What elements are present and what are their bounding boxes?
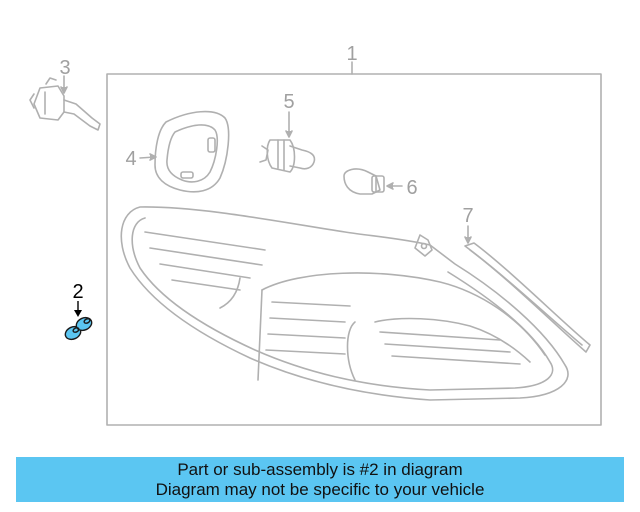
tail-lamp-housing [120, 206, 569, 401]
part-6-bulb [343, 168, 385, 195]
callout-1: 1 [346, 43, 357, 65]
part-3-socket [29, 77, 101, 131]
callout-6: 6 [406, 177, 417, 199]
banner-line-disclaimer: Diagram may not be specific to your vehi… [155, 480, 485, 499]
parts-diagram: 1 2 3 4 5 6 7 [29, 43, 602, 426]
callout-3: 3 [59, 57, 70, 79]
info-banner: Part or sub-assembly is #2 in diagram Di… [16, 457, 624, 502]
part-2-clips [64, 301, 93, 341]
banner-line-part: Part or sub-assembly is #2 in diagram [177, 460, 463, 479]
assembly-frame [106, 73, 602, 426]
callout-2: 2 [72, 281, 83, 303]
part-5-bulb [259, 139, 316, 173]
callout-5: 5 [283, 91, 294, 113]
part-7-trim [464, 242, 591, 353]
callout-7: 7 [462, 205, 473, 227]
callout-4: 4 [125, 148, 136, 170]
part-4-gasket [154, 110, 230, 193]
